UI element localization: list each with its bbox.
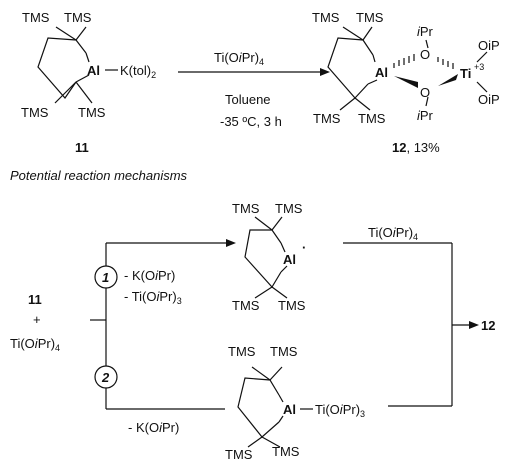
compound-12-wedge-bond [438,74,458,86]
compound-11-tms-bond [54,81,77,104]
compound-12-tms: TMS [312,10,340,25]
reaction-arrow-head [320,68,330,76]
compound-12-tms: TMS [313,111,341,126]
solvent-label: Toluene [225,92,271,107]
compound-12-oipr: OiP [478,92,500,107]
compound-11-label: 11 [75,140,89,155]
start-reagent: Ti(OiPr)4 [10,336,60,353]
reagent-label: Ti(OiPr)4 [214,50,264,67]
int2-tms: TMS [228,344,256,359]
compound-12-tms-bond [354,97,371,111]
path1-loss-kopr: - K(OiPr) [124,268,175,283]
al-ti-intermediate: TMS TMS TMS TMS Al Ti(OiPr)3 [225,344,365,459]
radical-intermediate: TMS TMS TMS TMS Al · [232,201,306,313]
svg-text:1: 1 [102,270,109,285]
int2-tms-bond [251,366,271,381]
int2-titanium-group: Ti(OiPr)3 [315,402,365,419]
compound-12-al-c2-bond [367,79,378,85]
compound-12-label: 12, 13% [392,140,440,155]
int2-tms-bond [247,436,263,448]
compound-12-tms-bond [342,26,364,41]
compound-11-aluminum: Al [87,63,100,78]
int2-tms-bond [261,436,281,448]
compound-12-titanium: Ti [460,66,471,81]
radical-tms-bond [254,286,273,299]
compound-11-tms-bond [75,26,87,41]
compound-11-potassium-ligand: K(tol)2 [120,63,156,80]
radical-ring [244,229,282,289]
compound-12-oxygen: O [420,85,430,100]
int2-tms: TMS [270,344,298,359]
int2-al-bond [278,394,284,403]
radical-tms: TMS [232,298,260,313]
int2-al-bond [278,415,284,423]
path1-loss-tiopr: - Ti(OiPr)3 [124,289,182,306]
radical-tms: TMS [232,201,260,216]
compound-12-ring [327,37,374,99]
int2-aluminum: Al [283,402,296,417]
compound-12-ipr: iPr [417,24,434,39]
compound-11-al-c1-bond [85,52,90,63]
compound-12-tms-bond [339,97,356,111]
compound-11: TMS TMS TMS TMS Al K(tol)2 11 [21,10,156,155]
compound-11-tms: TMS [22,10,50,25]
radical-dot: · [302,240,306,255]
top-reaction-arrow: Ti(OiPr)4 Toluene -35 ºC, 3 h [178,50,330,129]
compound-12-tms-bond [362,26,373,41]
compound-11-ring [37,37,87,99]
path1-reagent: Ti(OiPr)4 [368,225,418,242]
compound-12-ipr: iPr [417,108,434,123]
compound-12-hashed-bond [393,54,415,68]
radical-al-bond [280,242,286,253]
radical-tms-bond [254,216,273,231]
compound-11-tms-bond [75,81,93,104]
svg-text:2: 2 [101,370,110,385]
compound-12-tms: TMS [356,10,384,25]
product-arrow-head [469,321,479,329]
int2-ring [237,377,280,438]
compound-12-oipr: OiP [478,38,500,53]
compound-12-wedge-bond [394,76,418,88]
compound-11-tms: TMS [78,105,106,120]
int2-tms: TMS [272,444,300,459]
compound-12-ti-oipr-bond [476,81,488,93]
int2-tms-bond [269,366,283,381]
radical-tms: TMS [278,298,306,313]
compound-12-oxygen: O [420,47,430,62]
compound-11-al-c2-bond [75,74,90,83]
plus-sign: + [33,312,41,327]
compound-12-hashed-bond [437,57,454,69]
int2-tms: TMS [225,447,253,459]
path1-arrow-head [226,239,236,247]
compound-12-aluminum: Al [375,65,388,80]
radical-tms: TMS [275,201,303,216]
compound-12-o-ipr-bond [425,96,429,107]
compound-12-o-ipr-bond [425,39,429,49]
mechanism-heading: Potential reaction mechanisms [10,168,188,183]
path1-marker: 1 [94,265,118,289]
compound-11-tms: TMS [21,105,49,120]
compound-12: TMS TMS TMS TMS Al O O iPr iPr Ti +3 OiP… [312,10,500,155]
compound-11-tms-bond [55,26,77,41]
compound-12-tms: TMS [358,111,386,126]
compound-11-tms: TMS [64,10,92,25]
product-label: 12 [481,318,495,333]
radical-aluminum: Al [283,252,296,267]
radical-tms-bond [271,216,283,231]
radical-tms-bond [271,286,288,299]
compound-12-al-c1-bond [372,54,376,63]
path2-marker: 2 [94,365,118,389]
start-compound-label: 11 [28,292,42,307]
conditions-label: -35 ºC, 3 h [220,114,282,129]
path2-loss-kopr: - K(OiPr) [128,420,179,435]
mechanism-start: 11 + Ti(OiPr)4 [10,292,60,353]
compound-12-ti-charge: +3 [474,62,484,72]
radical-al-bond [280,265,288,273]
compound-12-ti-oipr-bond [476,51,488,63]
